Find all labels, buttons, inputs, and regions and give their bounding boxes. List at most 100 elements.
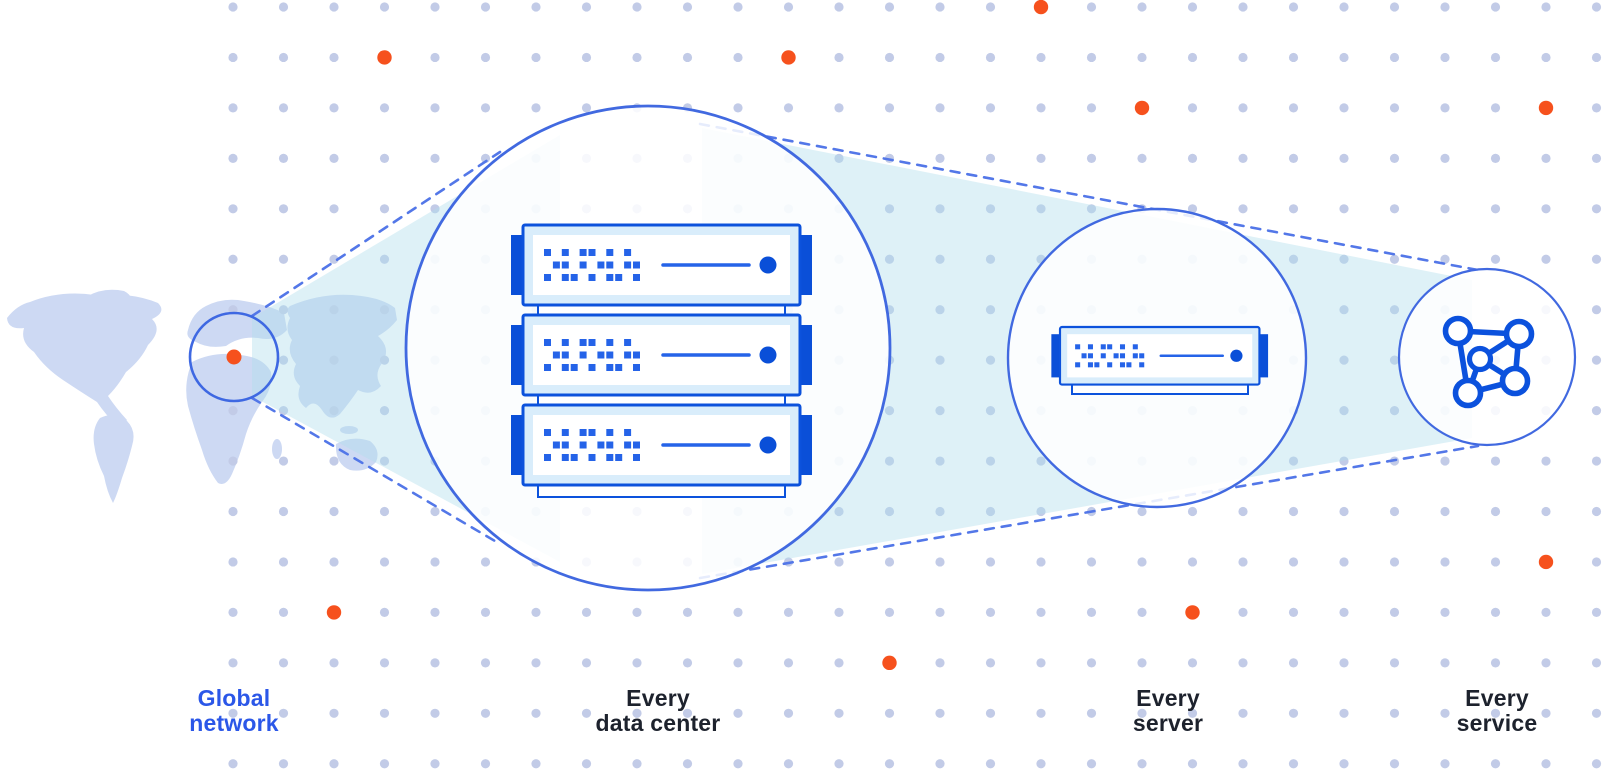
grid-dot — [1440, 708, 1450, 718]
grid-dot — [480, 708, 491, 718]
indicator-square — [597, 441, 605, 449]
grid-dot — [1440, 557, 1450, 567]
grid-dot — [1036, 204, 1046, 214]
indicator-square — [633, 364, 640, 371]
server-unit-single — [1051, 325, 1269, 395]
grid-dot — [884, 204, 895, 214]
grid-dot — [379, 103, 390, 113]
grid-dot — [1086, 103, 1097, 113]
grid-dot — [985, 456, 996, 466]
network-node — [1452, 377, 1484, 409]
grid-dot — [1288, 2, 1299, 12]
server-ear — [1051, 334, 1062, 378]
indicator-square — [597, 261, 605, 269]
indicator-square — [570, 274, 578, 281]
indicator-square — [606, 454, 614, 461]
grid-dot — [1339, 759, 1349, 769]
grid-dot — [1490, 103, 1501, 113]
grid-dot — [228, 2, 238, 12]
network-graph-icon — [1442, 315, 1535, 409]
grid-dot — [935, 153, 945, 163]
grid-dot — [581, 658, 592, 668]
grid-dot — [1086, 708, 1097, 718]
accent-dot — [377, 50, 392, 65]
grid-dot — [1288, 557, 1299, 567]
grid-dot — [278, 406, 289, 416]
grid-dot — [935, 305, 945, 315]
grid-dot — [1339, 305, 1349, 315]
grid-dot — [632, 658, 642, 668]
grid-dot — [935, 658, 945, 668]
grid-dot — [1591, 103, 1602, 113]
grid-dot — [379, 759, 390, 769]
network-node — [1442, 315, 1474, 347]
grid-dot — [1086, 658, 1097, 668]
server-unit-2 — [511, 313, 812, 397]
grid-dot — [430, 2, 440, 12]
grid-dot — [1389, 708, 1400, 718]
grid-dot — [884, 103, 895, 113]
indicator-square — [624, 351, 632, 359]
grid-dot — [935, 52, 945, 63]
grid-dot — [632, 2, 642, 12]
grid-dot — [329, 506, 339, 517]
grid-dot — [1187, 658, 1198, 668]
grid-dot — [278, 254, 289, 264]
grid-dot — [935, 506, 945, 517]
grid-dot — [1591, 708, 1602, 718]
grid-dot — [1036, 52, 1046, 63]
grid-dot — [733, 103, 743, 113]
indicator-square — [615, 274, 623, 281]
grid-dot — [1541, 658, 1551, 668]
indicator-square — [588, 454, 596, 461]
grid-dot — [379, 406, 390, 416]
server-unit — [1051, 325, 1269, 386]
indicator-square — [1113, 353, 1119, 359]
indicator-square — [1132, 353, 1138, 359]
dashed-guide-left-top — [250, 150, 502, 318]
grid-dot — [1187, 103, 1198, 113]
grid-dot — [430, 506, 440, 517]
indicator-square — [1087, 344, 1093, 350]
grid-dot — [935, 406, 945, 416]
grid-dot — [1591, 759, 1602, 769]
accent-dot — [1134, 100, 1150, 116]
indicator-square — [624, 261, 632, 269]
grid-dot — [985, 305, 996, 315]
server-unit-3 — [511, 403, 812, 487]
grid-dot — [1339, 708, 1349, 718]
grid-dot — [1389, 103, 1400, 113]
grid-dot — [1591, 658, 1602, 668]
label-every-server: Every server — [1132, 685, 1204, 736]
grid-dot — [1086, 204, 1097, 214]
grid-dot — [480, 103, 491, 113]
indicator-square — [1132, 344, 1138, 350]
accent-dot — [1185, 605, 1200, 620]
grid-dot — [1440, 153, 1450, 163]
grid-dot — [581, 2, 592, 12]
grid-dot — [935, 204, 945, 214]
grid-dot — [1440, 506, 1450, 517]
dashed-guide-left-bottom — [250, 396, 502, 546]
grid-dot — [379, 153, 390, 163]
grid-dot — [1238, 557, 1248, 567]
grid-dot — [985, 406, 996, 416]
network-node — [1503, 318, 1535, 350]
grid-dot — [480, 557, 491, 567]
grid-dot — [1541, 2, 1551, 12]
grid-dot — [935, 759, 945, 769]
server-status-dot — [759, 346, 777, 364]
grid-dot — [278, 456, 289, 466]
grid-dot — [228, 254, 238, 264]
grid-dot — [1591, 355, 1602, 365]
grid-dot — [1490, 557, 1501, 567]
indicator-square — [552, 261, 560, 269]
grid-dot — [1137, 52, 1147, 63]
grid-dot — [1036, 658, 1046, 668]
grid-dot — [1187, 52, 1198, 63]
dashed-guide-right-top — [698, 122, 1480, 272]
grid-dot — [228, 456, 238, 466]
grid-dot — [1187, 153, 1198, 163]
indicator-square — [544, 364, 551, 371]
